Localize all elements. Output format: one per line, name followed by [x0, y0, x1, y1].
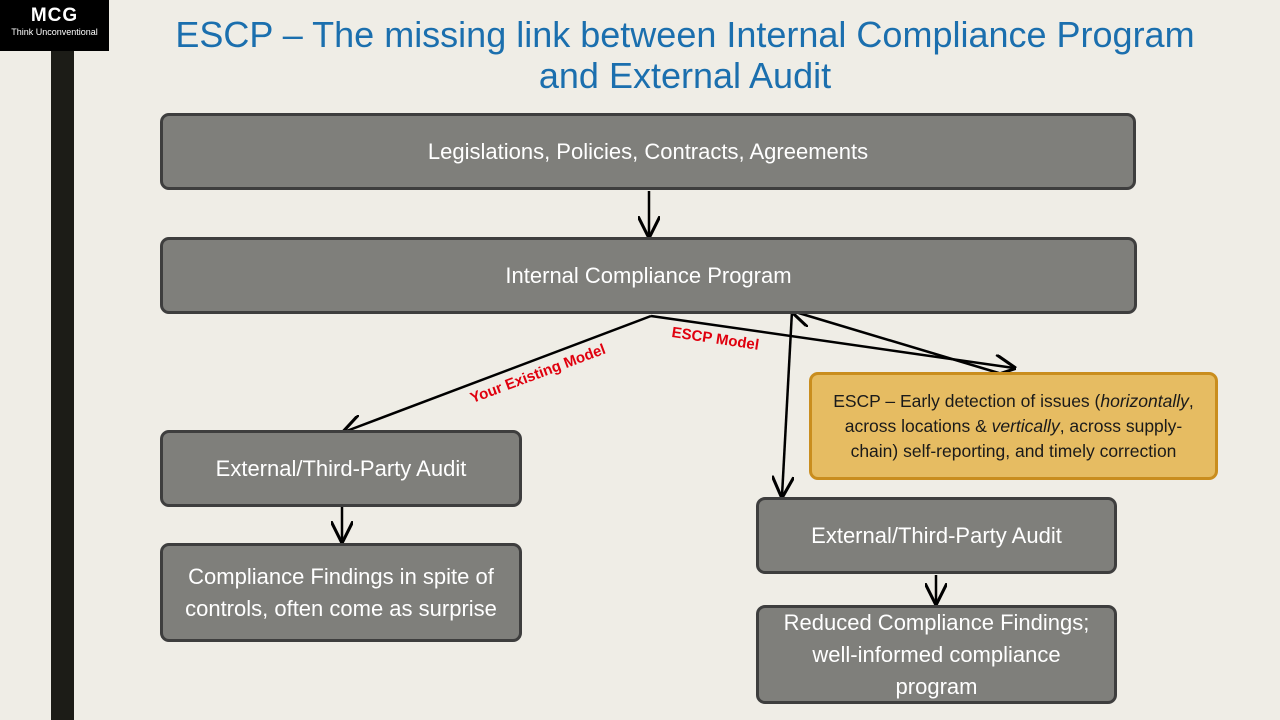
logo-tagline: Think Unconventional — [11, 27, 98, 37]
legislations-box: Legislations, Policies, Contracts, Agree… — [160, 113, 1136, 190]
arrow-program-to-right-audit — [782, 310, 792, 496]
escp-vertically: vertically — [991, 415, 1060, 436]
internal-compliance-program-text: Internal Compliance Program — [505, 262, 792, 288]
legislations-text: Legislations, Policies, Contracts, Agree… — [427, 138, 869, 164]
escp-box: ESCP – Early detection of issues (horizo… — [809, 372, 1218, 480]
compliance-findings-left-text: Compliance Findings in spite of controls… — [185, 563, 497, 621]
escp-horizontally: horizontally — [1100, 390, 1189, 411]
external-audit-left-box: External/Third-Party Audit — [160, 430, 522, 507]
external-audit-left-text: External/Third-Party Audit — [215, 455, 467, 481]
reduced-findings-right-text: Reduced Compliance Findings; well-inform… — [783, 609, 1090, 699]
compliance-findings-left-box: Compliance Findings in spite of controls… — [160, 543, 522, 642]
external-audit-right-text: External/Third-Party Audit — [811, 522, 1062, 548]
escp-text: ESCP – Early detection of issues (horizo… — [833, 390, 1194, 461]
arrow-existing-model — [344, 314, 652, 432]
slide-title: ESCP – The missing link between Internal… — [175, 14, 1195, 96]
internal-compliance-program-box: Internal Compliance Program — [160, 237, 1137, 314]
logo: MCG Think Unconventional — [0, 0, 109, 51]
reduced-findings-right-box: Reduced Compliance Findings; well-inform… — [756, 605, 1117, 704]
logo-name: MCG — [30, 5, 79, 26]
sidebar-bar — [51, 0, 74, 720]
external-audit-right-box: External/Third-Party Audit — [756, 497, 1117, 574]
arrow-escp-to-program — [792, 311, 1003, 376]
